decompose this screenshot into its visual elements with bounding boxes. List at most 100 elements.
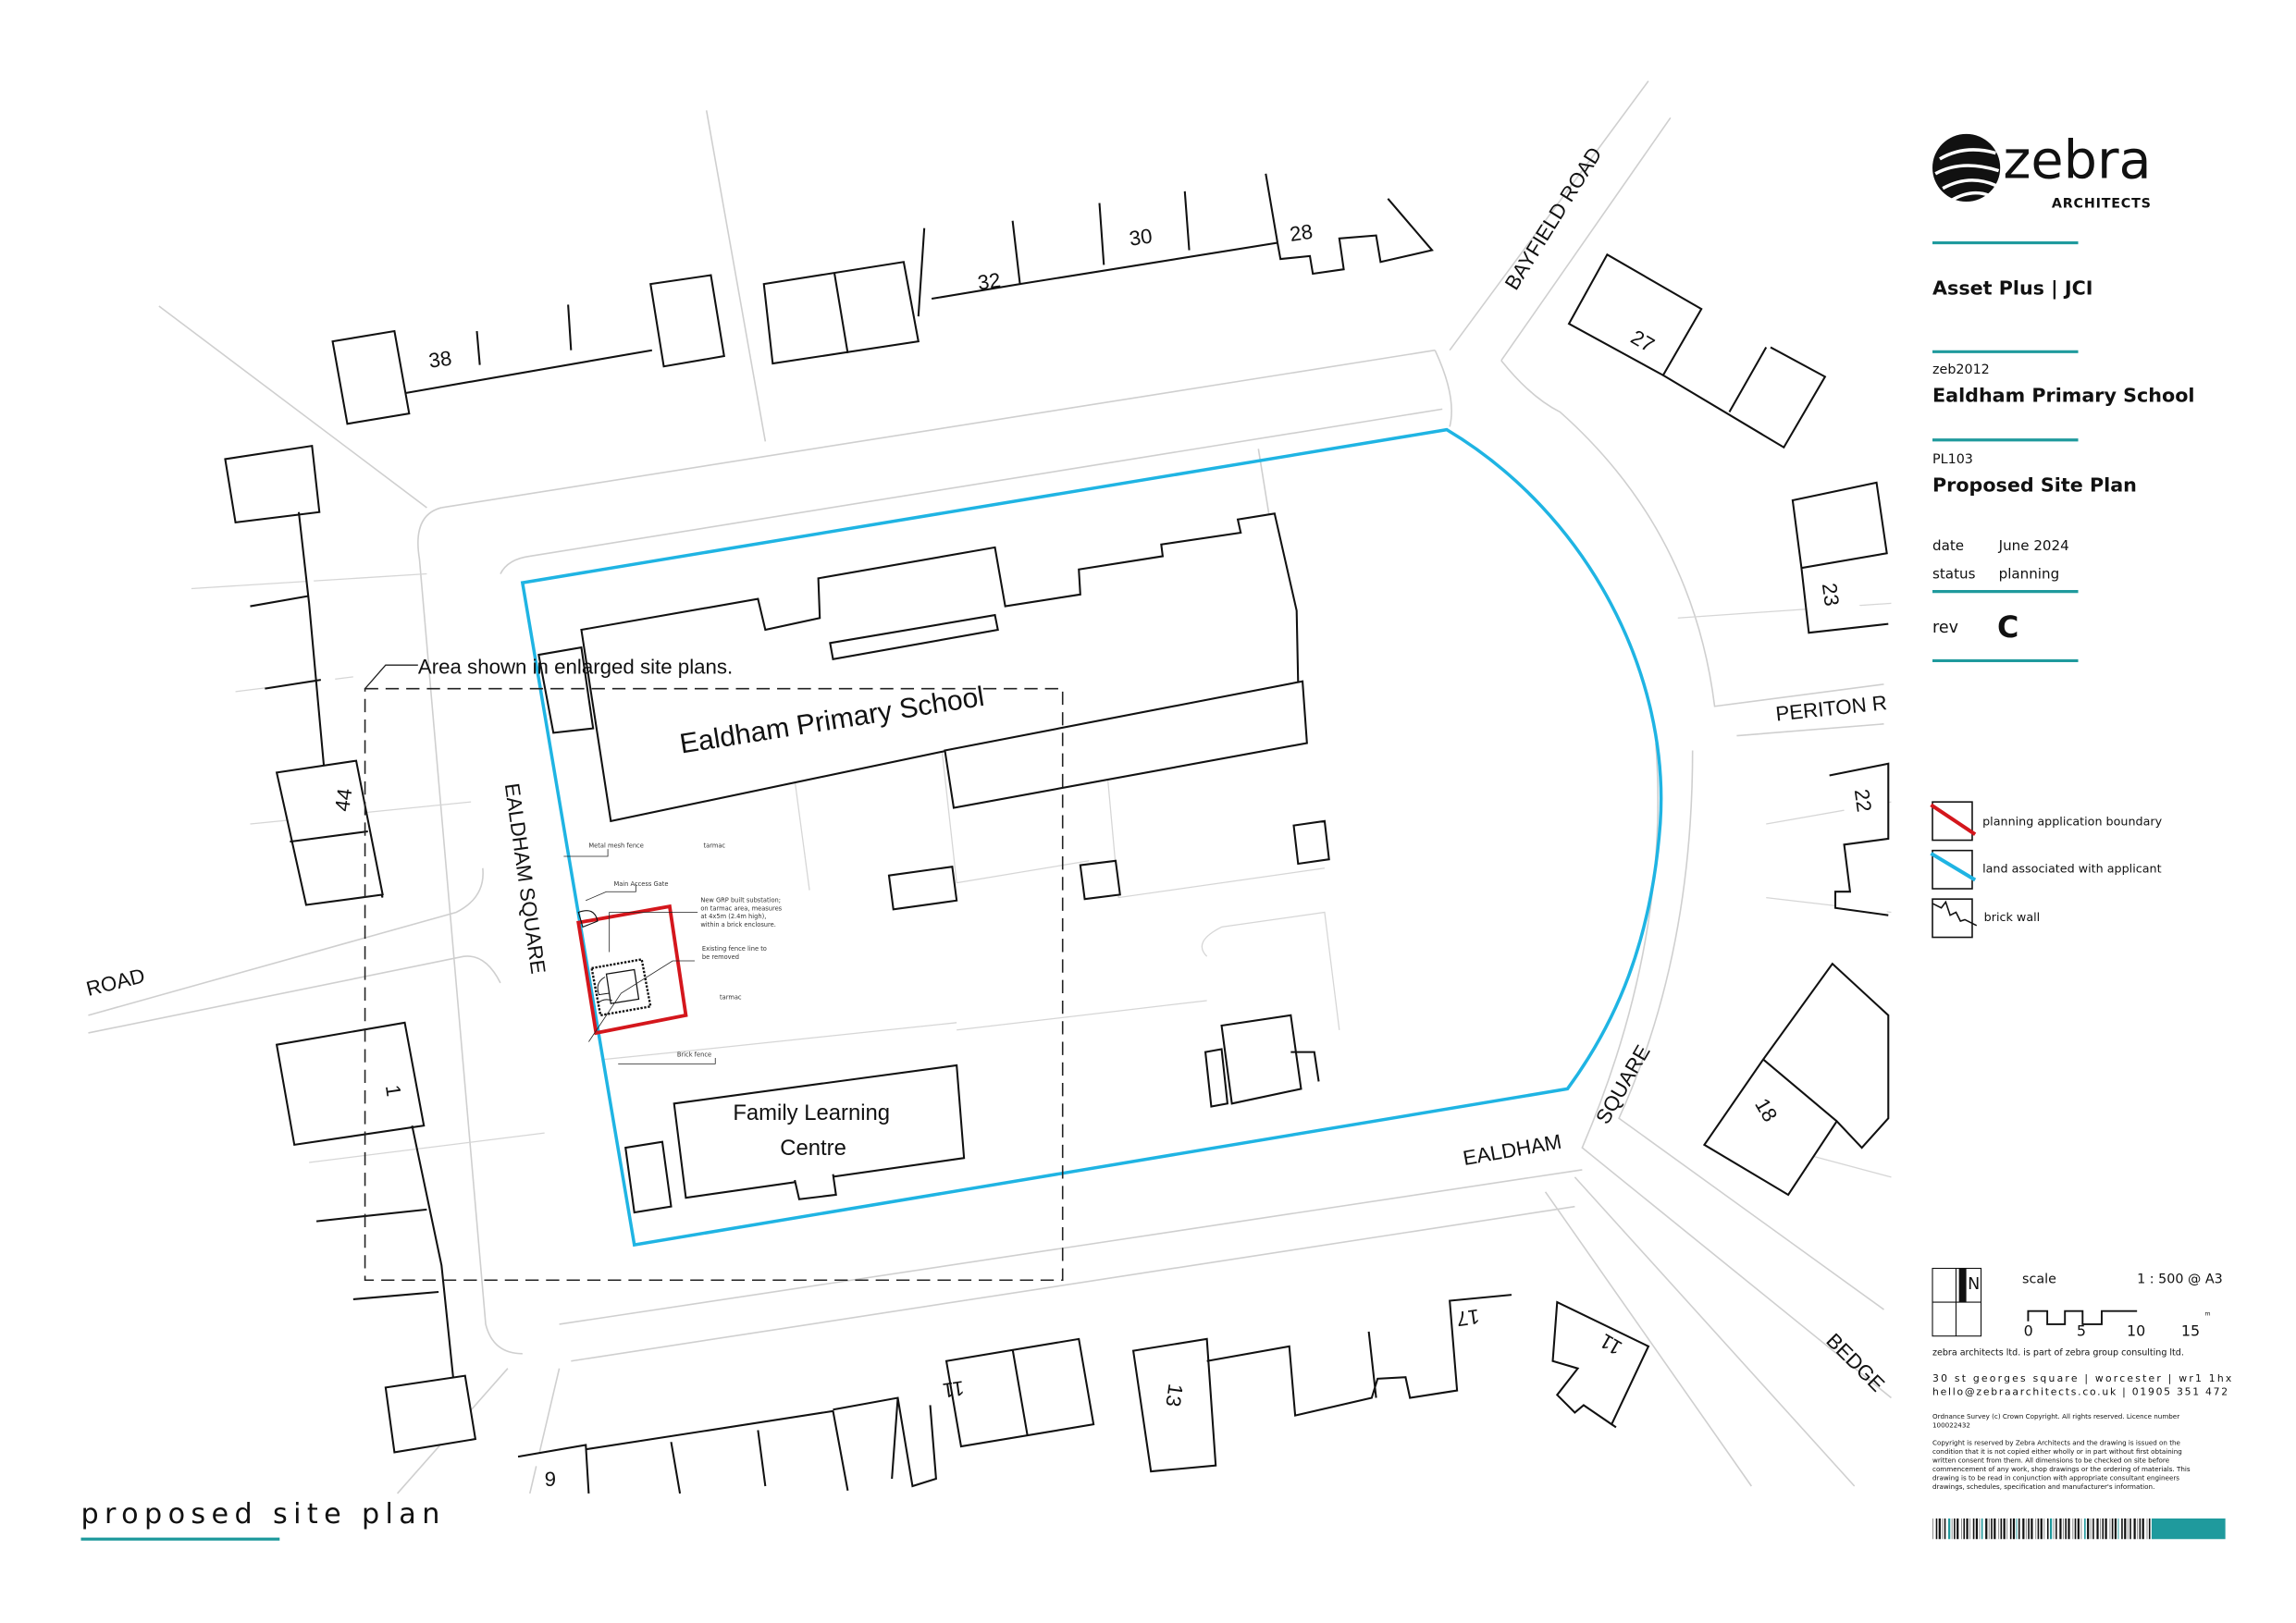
barcode-bar [2016,1518,2018,1540]
barcode-bar [1981,1518,1983,1540]
substation-enclosure [590,958,652,1017]
date-label: date [1932,537,1964,554]
barcode-bar [2080,1518,2082,1540]
street-road-west: ROAD [84,964,147,1001]
scale-ratio: 1 : 500 @ A3 [2137,1272,2223,1286]
barcode-bar [2022,1518,2025,1540]
barcode-bar [1998,1518,2000,1540]
barcode-bar [2006,1518,2008,1540]
north-scale: N scale 1 : 500 @ A3 0 5 10 15 m [1932,1267,2223,1340]
barcode-bar [2035,1518,2037,1540]
svg-text:commencement of any work, shop: commencement of any work, shop drawings … [1932,1465,2191,1473]
scale-tick: 15 [2181,1322,2200,1340]
scale-tick: 10 [2127,1322,2145,1340]
barcode-bar [2046,1518,2049,1540]
barcode-bar [1972,1518,1975,1540]
barcode-bar [2074,1518,2077,1540]
note-substation: at 4x5m (2.4m high), [700,913,766,920]
main-access-gate [577,910,599,928]
note-substation: within a brick enclosure. [700,921,776,928]
barcode-bar [2117,1518,2119,1540]
scale-unit: m [2204,1310,2210,1317]
scale-tick: 0 [2024,1322,2033,1340]
legend-label: land associated with applicant [1982,862,2161,876]
date-value: June 2024 [1998,537,2069,554]
drawing-number: PL103 [1932,452,1973,467]
barcode-bar [2049,1518,2053,1540]
planning-application-boundary [576,904,688,1036]
barcode-bar [2151,1518,2154,1540]
svg-text:30: 30 [1128,224,1154,250]
status-label: status [1932,565,1976,582]
barcode-bar [2109,1518,2111,1540]
barcode-bar [2148,1518,2151,1540]
barcode-bar [2065,1518,2067,1540]
svg-text:zebra: zebra [2003,129,2151,191]
land-associated-boundary [520,427,1663,1248]
zebra-logo: zebra ARCHITECTS [1932,129,2152,211]
legend: planning application boundary land assoc… [1930,801,2163,939]
drawing-name: Proposed Site Plan [1932,473,2137,496]
barcode-bar [1969,1518,1971,1540]
legend-label: planning application boundary [1982,815,2163,829]
barcode-bar [2059,1518,2062,1540]
barcode-bar [2092,1518,2094,1540]
note-fence-removed: Existing fence line to [702,945,767,953]
barcode-bar [1932,1518,1933,1540]
barcode-bar [1944,1518,1946,1540]
barcode-bar [1966,1518,1969,1540]
svg-text:written consent from them.: written consent from them. All dimension… [1932,1457,2170,1465]
note-tarmac: tarmac [704,842,726,849]
barcode-bar [2100,1518,2102,1540]
barcode-bar [2040,1518,2043,1540]
barcode-bar [1985,1518,1988,1540]
svg-text:zebra architects ltd. is part: zebra architects ltd. is part of zebra g… [1932,1347,2184,1358]
title-block: zebra ARCHITECTS Asset Plus | JCI zeb201… [1932,129,2195,663]
status-value: planning [1999,565,2060,582]
barcode-bar [2068,1518,2070,1540]
svg-text:23: 23 [1818,582,1844,608]
house-numbers: 38 32 30 28 27 23 22 18 44 1 9 11 13 17 … [330,220,1876,1491]
barcode-bar [2031,1518,2033,1540]
svg-text:13: 13 [1161,1383,1187,1408]
barcode-bar [2012,1518,2016,1540]
barcode-bar [1942,1518,1944,1540]
barcode-bar [1963,1518,1966,1540]
barcode-bar [2102,1518,2105,1540]
barcode-bar [2111,1518,2114,1540]
barcode-bar [1961,1518,1962,1540]
barcode-bar [2009,1518,2012,1540]
note-main-access-gate: Main Access Gate [613,880,668,888]
street-bedge: BEDGE [1821,1329,1889,1396]
barcode-bar [2133,1518,2136,1540]
barcode-accent-block [2153,1518,2226,1540]
barcode-bar [2084,1518,2086,1540]
barcode-bar [2124,1518,2127,1540]
barcode-bar [2000,1518,2003,1540]
svg-text:9: 9 [545,1468,556,1491]
revision: C [1997,609,2018,645]
svg-text:drawings, schedules, specifica: drawings, schedules, specification and m… [1932,1482,2154,1491]
rev-label: rev [1932,619,1958,637]
svg-text:38: 38 [427,347,453,373]
barcode-bar [2090,1518,2092,1540]
svg-text:44: 44 [330,787,356,813]
barcode-bar [2055,1518,2057,1540]
barcode-bar [2137,1518,2139,1540]
svg-text:1: 1 [381,1083,405,1098]
svg-text:32: 32 [976,268,1002,294]
barcode-bar [2105,1518,2107,1540]
barcode-bar [1988,1518,1990,1540]
enlarged-area-outline [364,687,1064,1282]
barcode-bar [2139,1518,2142,1540]
barcode-bar [2142,1518,2144,1540]
barcode-bar [1979,1518,1981,1540]
barcode-bar [1954,1518,1956,1540]
neighbouring-houses [224,173,1890,1494]
note-tarmac: tarmac [720,993,742,1001]
family-learning-centre-building [673,1064,966,1199]
barcode-bar [2114,1518,2117,1540]
barcode-bar [1994,1518,1996,1540]
svg-text:100022432: 100022432 [1932,1420,1970,1429]
barcode-bar [1935,1518,1938,1540]
